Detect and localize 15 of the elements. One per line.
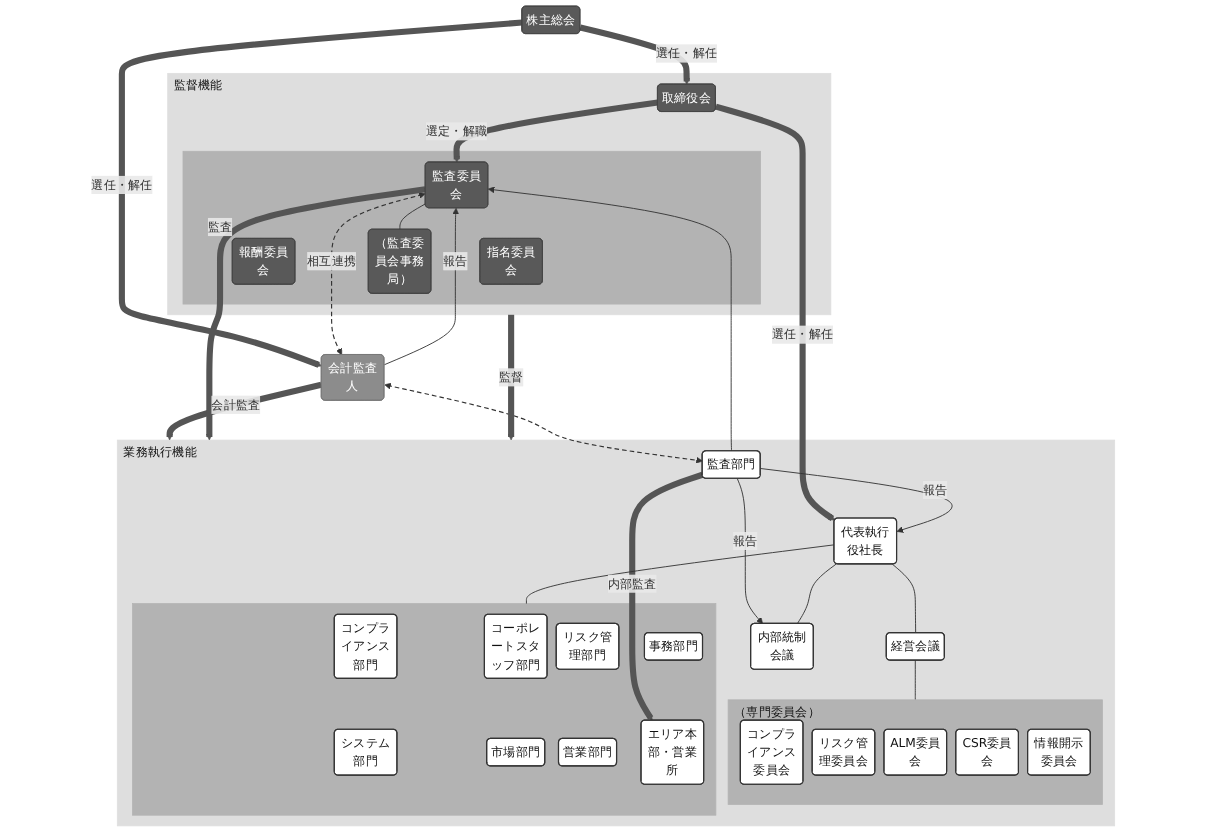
cluster xyxy=(182,150,761,305)
connector xyxy=(891,563,917,634)
arrow xyxy=(629,471,704,721)
connector xyxy=(399,203,426,231)
arrow xyxy=(206,186,426,441)
cluster xyxy=(132,603,717,816)
arrow xyxy=(331,192,426,356)
arrow xyxy=(715,103,836,522)
arrow xyxy=(384,382,703,464)
arrow xyxy=(507,314,515,441)
arrow xyxy=(453,99,659,163)
connector xyxy=(914,659,916,701)
connector xyxy=(796,563,837,625)
connector xyxy=(525,544,835,604)
arrow xyxy=(166,381,322,441)
